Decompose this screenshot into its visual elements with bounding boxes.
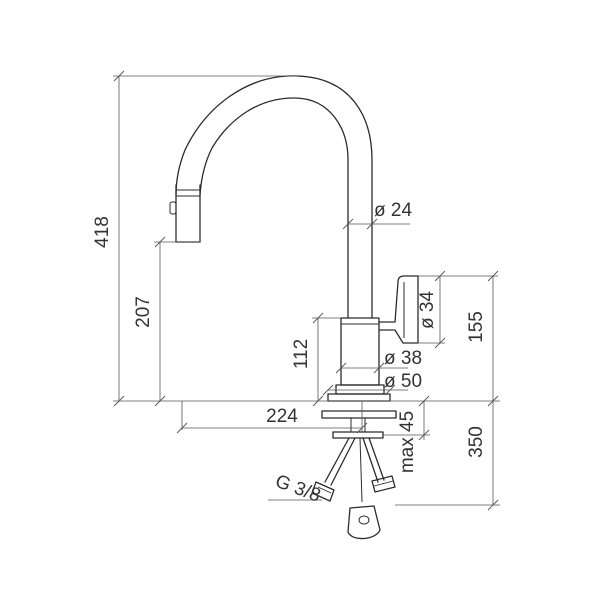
label-max-deck-thickness: max 45 [397, 411, 418, 473]
label-overall-height: 418 [92, 216, 113, 248]
dimension-labels: 418 207 112 224 ø 24 ø 34 ø 38 ø 50 155 … [92, 200, 487, 507]
label-body-height: 112 [291, 339, 312, 369]
left-supply-hose-inner [330, 437, 356, 486]
left-supply-hose [324, 437, 350, 483]
spout-inner-edge [199, 97, 349, 319]
fixing-nut [332, 431, 384, 439]
label-thread: G 3/8 [272, 471, 323, 507]
label-spout-diameter: ø 24 [374, 200, 412, 221]
label-hose-length: 350 [466, 426, 487, 458]
label-handle-diameter: ø 34 [417, 291, 438, 329]
dimension-lines [113, 70, 500, 511]
mounting-stud [350, 417, 366, 433]
base-collar [335, 384, 385, 395]
deck-washer [321, 410, 397, 419]
lever-handle [378, 275, 419, 344]
faucet-outline [169, 75, 419, 540]
label-base-diameter: ø 50 [384, 371, 422, 392]
label-spout-height: 207 [133, 296, 154, 328]
spout-outer-edge [175, 75, 373, 319]
left-hose-fitting [311, 481, 335, 502]
spray-button-icon [169, 201, 177, 215]
spray-head [175, 184, 201, 243]
base-plate [327, 393, 391, 402]
left-fitting-thread [317, 486, 332, 494]
right-supply-hose [362, 437, 379, 483]
weight-hose [359, 437, 363, 503]
right-supply-hose-inner [368, 437, 385, 481]
label-lever-height: 155 [466, 311, 487, 343]
faucet-body [340, 317, 380, 386]
hose-weight [347, 505, 381, 540]
hose-weight-hole [358, 515, 370, 525]
label-reach: 224 [266, 406, 298, 427]
right-hose-fitting [371, 475, 396, 493]
right-fitting-thread [373, 480, 394, 487]
label-body-diameter: ø 38 [384, 348, 422, 369]
